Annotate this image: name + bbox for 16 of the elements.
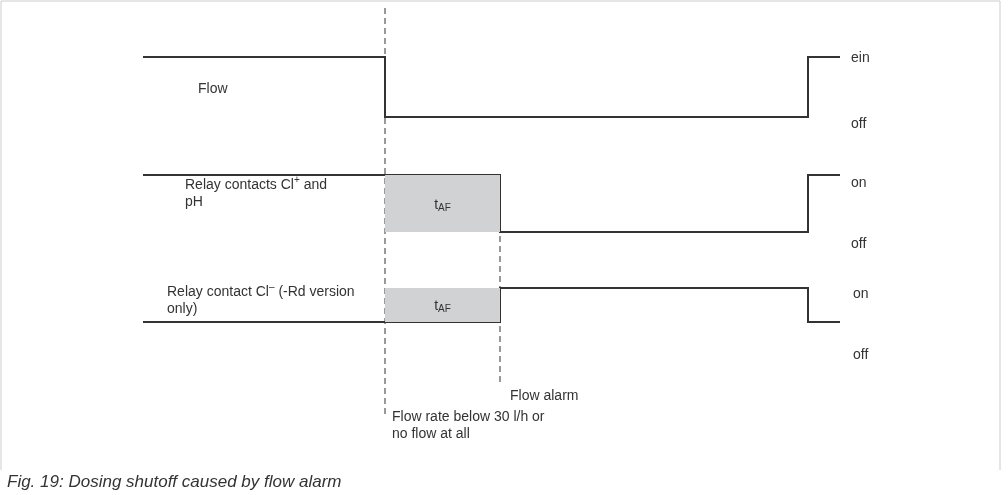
signal-name: Flow — [198, 80, 228, 97]
state-label: ein — [851, 49, 870, 66]
time-interval-box — [385, 175, 500, 232]
figure-caption: Fig. 19: Dosing shutoff caused by flow alarm — [7, 472, 342, 492]
event-label: Flow alarm — [510, 387, 579, 404]
event-label: Flow rate below 30 l/h or no flow at all — [392, 408, 546, 442]
state-label: off — [853, 346, 869, 363]
state-label: off — [851, 235, 867, 252]
state-label: on — [853, 285, 869, 302]
state-label: on — [851, 174, 867, 191]
time-interval-box — [385, 288, 500, 322]
interval-label: t$_{AF}$ — [434, 195, 451, 212]
signal-name: Relay contacts Cl$^{+}$ and pH — [185, 176, 329, 210]
interval-label: t$_{AF}$ — [434, 297, 451, 313]
state-label: off — [851, 115, 867, 132]
signal-name: Relay contact Cl$^{–}$ (-Rd version only) — [167, 283, 356, 317]
